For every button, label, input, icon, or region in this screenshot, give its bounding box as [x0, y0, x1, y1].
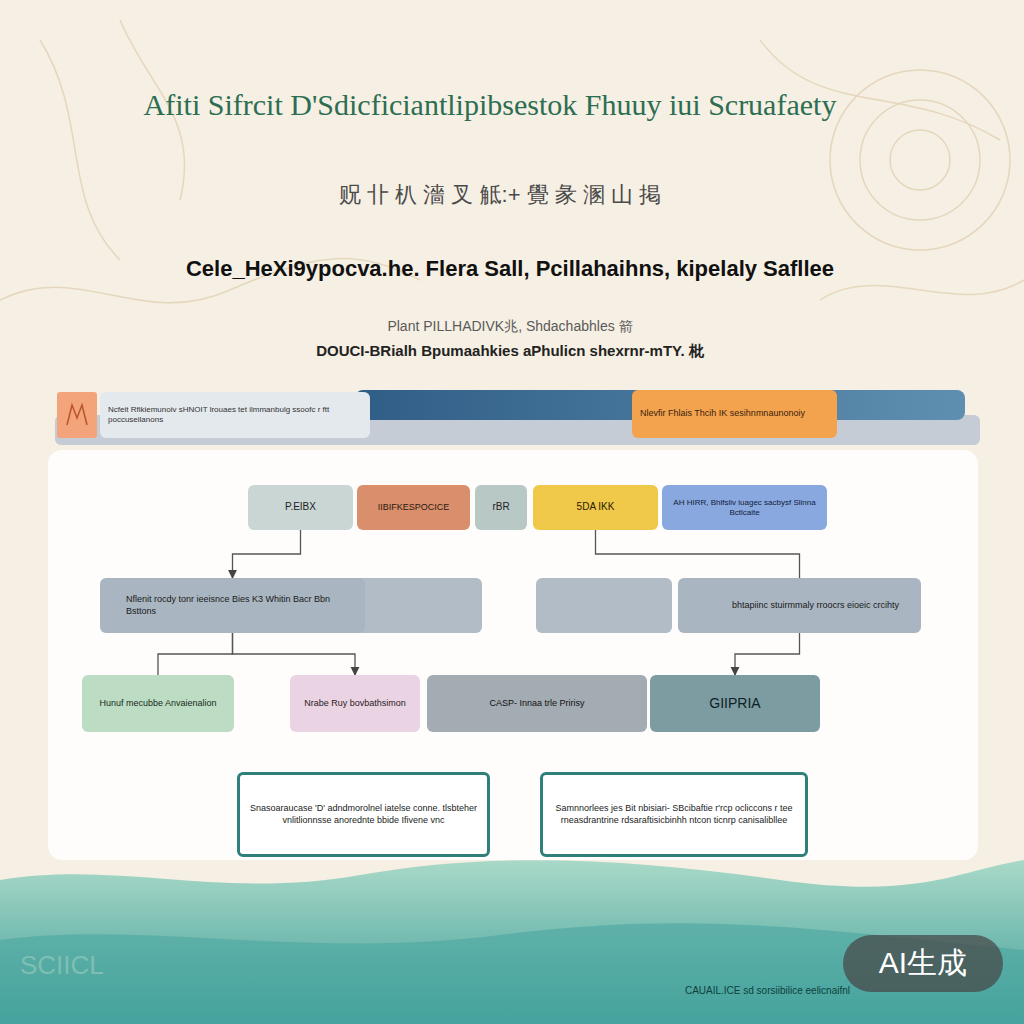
node-text: Nrabe Ruy bovbathsimon [298, 698, 412, 709]
note-box: Snasoaraucase 'D' adndmorolnel iatelse c… [237, 772, 490, 857]
node-text: P.EIBX [256, 501, 345, 514]
process-box: CASP- Innaa trle Pririsy [427, 675, 647, 732]
process-box: rBR [475, 485, 527, 530]
connector [158, 633, 233, 675]
header-box: Ncfeit Rfikiemunoiv sHNOIT lrouaes tet i… [100, 392, 370, 438]
process-box: P.EIBX [248, 485, 353, 530]
node-text: Snasoaraucase 'D' adndmorolnel iatelse c… [248, 803, 479, 826]
connector [735, 633, 800, 675]
process-box: GIIPRIA [650, 675, 820, 732]
process-box: AH HIRR, Bhlfsliv iuagec sacbysf Slinna … [662, 485, 827, 530]
node-text: AH HIRR, Bhlfsliv iuagec sacbysf Slinna … [670, 498, 819, 518]
node-text: 5DA IKK [541, 501, 650, 514]
connector [596, 530, 800, 578]
subtitle: 贶 卝 朳 濇 叉 觝:+ 覺 彖 溷 山 掲 [180, 180, 820, 210]
process-box: Hunuf mecubbe Anvaienalion [82, 675, 234, 732]
node-text: Nlevfir Fhlais Thcih IK sesihnmnaunonoiy [640, 408, 829, 419]
process-box: 5DA IKK [533, 485, 658, 530]
note-box: Samnnorlees jes Bit nbisiari- SBcibaftie… [540, 772, 808, 857]
node-text: Nflenit rocdy tonr ieeisnce Bies K3 Whit… [126, 594, 357, 617]
process-box: bhtapiinc stuirmmaly rroocrs eioeic crci… [678, 578, 921, 633]
connector [233, 633, 356, 675]
node-text: rBR [483, 501, 519, 514]
faint-watermark: SCIICL [20, 950, 220, 981]
node-text: Hunuf mecubbe Anvaienalion [90, 698, 226, 709]
node-text: Samnnorlees jes Bit nbisiari- SBcibaftie… [551, 803, 797, 826]
process-box: Nrabe Ruy bovbathsimon [290, 675, 420, 732]
process-box: IIBIFKESPOCICE [357, 485, 470, 530]
watermark: AI生成 [843, 935, 1003, 992]
node-text: IIBIFKESPOCICE [365, 502, 462, 513]
subheading-line: Plant PILLHADIVK兆, Shdachabhles 箭 [200, 318, 820, 336]
node-text: CASP- Innaa trle Pririsy [435, 698, 639, 709]
title: Afiti Sifrcit D'Sdicficiantlipibsestok F… [20, 88, 960, 122]
node-text: GIIPRIA [658, 695, 812, 713]
connector [233, 530, 301, 578]
footnote: CAUAIL.ICE sd sorsiibilice eelicnaifnl [560, 985, 850, 996]
process-box: Nflenit rocdy tonr ieeisnce Bies K3 Whit… [100, 578, 365, 633]
header-tab: Nlevfir Fhlais Thcih IK sesihnmnaunonoiy [632, 390, 837, 438]
node-text: Ncfeit Rfikiemunoiv sHNOIT lrouaes tet i… [108, 405, 362, 425]
node-text: bhtapiinc stuirmmaly rroocrs eioeic crci… [732, 600, 913, 611]
heading-line: Cele_HeXi9ypocva.he. Flera Sall, Pcillah… [60, 256, 960, 282]
subheading-line: DOUCI-BRialh Bpumaahkies aPhulicn shexrn… [150, 342, 870, 361]
